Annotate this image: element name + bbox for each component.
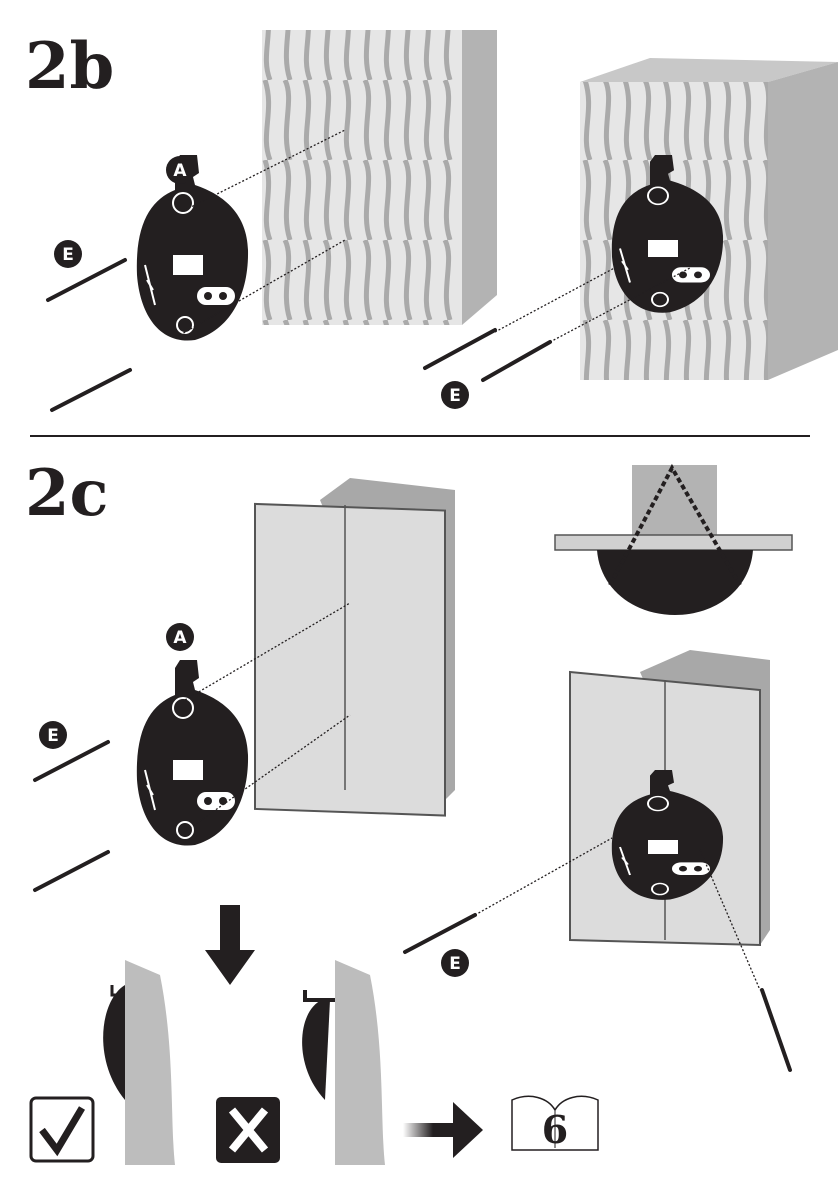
down-arrow-icon: [205, 905, 255, 985]
svg-text:E: E: [62, 245, 74, 265]
screw-icon: [33, 850, 110, 892]
part-e-badge: E: [54, 240, 82, 268]
screw-icon: [403, 913, 477, 954]
svg-text:E: E: [47, 726, 59, 746]
wood-block-1: [262, 30, 497, 325]
book-icon: 6: [511, 1095, 599, 1152]
part-e-badge: E: [441, 949, 469, 977]
svg-text:A: A: [173, 628, 187, 648]
screw-icon: [423, 328, 497, 370]
step-2c-label: 2c: [25, 456, 109, 531]
svg-text:A: A: [173, 161, 187, 181]
part-e-badge: E: [39, 721, 67, 749]
part-a-badge: A: [166, 623, 194, 651]
svg-text:E: E: [449, 386, 461, 406]
guide-line: [699, 849, 761, 991]
screw-icon: [33, 740, 110, 782]
svg-text:E: E: [449, 954, 461, 974]
screw-icon: [46, 258, 127, 302]
cross-section-detail: [554, 463, 793, 615]
part-a-badge: A: [166, 156, 194, 184]
mounting-bracket-3: [135, 659, 250, 847]
incorrect-mount-example: [302, 960, 385, 1165]
part-e-badge: E: [441, 381, 469, 409]
correct-mount-example: [103, 960, 175, 1165]
x-icon: [216, 1097, 280, 1163]
guide-line: [184, 129, 346, 211]
wood-block-2: [580, 58, 838, 380]
panel-wall-1: [254, 478, 455, 817]
screw-icon: [760, 988, 792, 1072]
page-number: 6: [542, 1107, 568, 1152]
right-arrow-icon: [403, 1102, 483, 1158]
mounting-bracket-1: [135, 154, 250, 342]
guide-line: [179, 714, 351, 836]
checkmark-icon: [29, 1096, 95, 1163]
step-2b-label: 2b: [25, 29, 114, 104]
screw-icon: [481, 340, 552, 382]
screw-icon: [50, 368, 132, 412]
